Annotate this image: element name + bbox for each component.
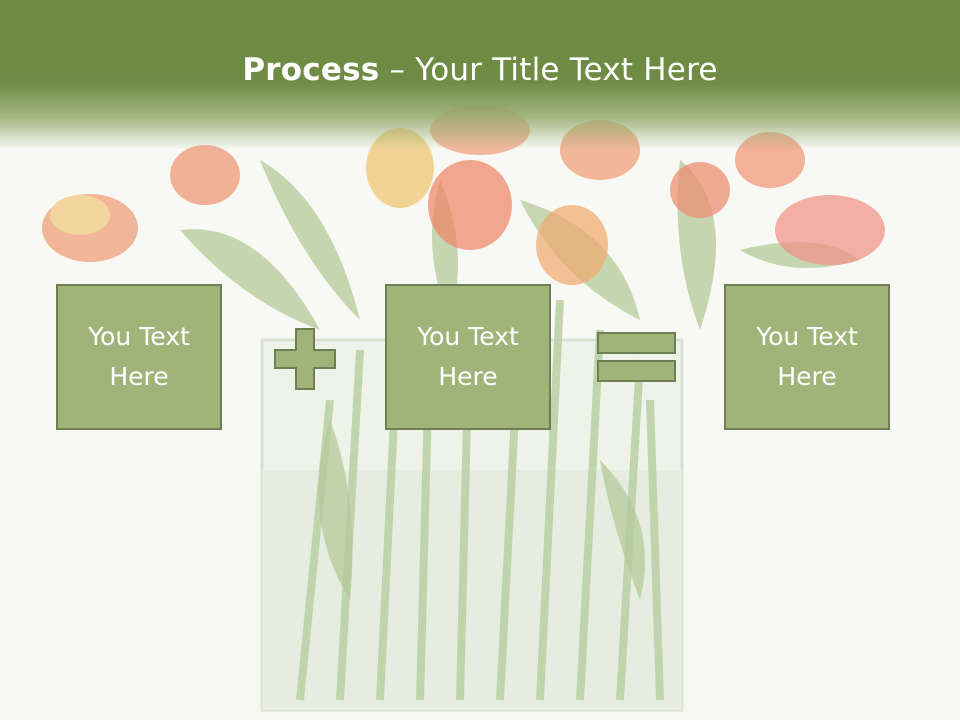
title-rest: Your Title Text Here [415, 52, 718, 88]
process-box-1[interactable]: You Text Here [56, 284, 222, 430]
process-box-3[interactable]: You Text Here [724, 284, 890, 430]
plus-icon [274, 328, 336, 390]
header-band [0, 0, 960, 150]
title-separator: – [379, 52, 416, 88]
process-box-2[interactable]: You Text Here [385, 284, 551, 430]
slide-title: Process – Your Title Text Here [0, 52, 960, 88]
process-box-3-text: You Text Here [756, 322, 858, 391]
process-box-1-text: You Text Here [88, 322, 190, 391]
title-bold: Process [242, 52, 380, 88]
process-box-2-text: You Text Here [417, 322, 519, 391]
equals-icon [597, 332, 676, 382]
